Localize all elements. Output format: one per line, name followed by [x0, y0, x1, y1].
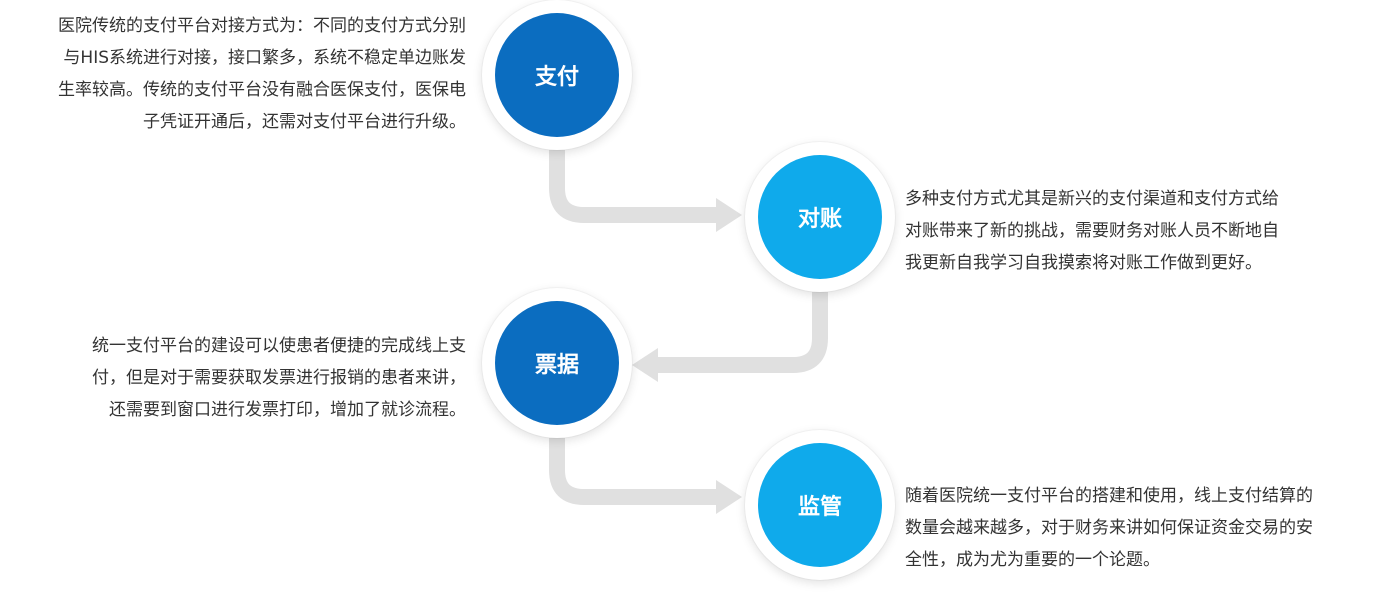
node-supervise: 监管 [745, 430, 895, 580]
description-line: 全性，成为尤为重要的一个论题。 [905, 550, 1160, 570]
node-reconcile-circle: 对账 [758, 155, 882, 279]
node-reconcile-label: 对账 [797, 207, 842, 232]
node-pay: 支付 [482, 0, 632, 150]
description-supervise: 随着医院统一支付平台的搭建和使用，线上支付结算的 数量会越来越多，对于财务来讲如… [905, 480, 1395, 576]
description-line: 付，但是对于需要获取发票进行报销的患者来讲， [92, 368, 466, 388]
connector-pay-to-reconcile [549, 150, 718, 223]
node-supervise-label: 监管 [797, 495, 842, 520]
description-reconcile: 多种支付方式尤其是新兴的支付渠道和支付方式给 对账带来了新的挑战，需要财务对账人… [905, 183, 1385, 279]
node-invoice-circle: 票据 [495, 301, 619, 425]
node-pay-label: 支付 [534, 65, 579, 90]
description-line: 还需要到窗口进行发票打印，增加了就诊流程。 [109, 400, 466, 420]
description-line: 我更新自我学习自我摸索将对账工作做到更好。 [905, 253, 1262, 273]
description-line: 对账带来了新的挑战，需要财务对账人员不断地自 [905, 221, 1279, 241]
node-pay-circle: 支付 [495, 13, 619, 137]
node-invoice-label: 票据 [534, 353, 579, 378]
description-invoice: 统一支付平台的建设可以使患者便捷的完成线上支 付，但是对于需要获取发票进行报销的… [0, 330, 466, 426]
arrow-head-2 [632, 348, 658, 382]
description-line: 随着医院统一支付平台的搭建和使用，线上支付结算的 [905, 486, 1313, 506]
node-supervise-circle: 监管 [758, 443, 882, 567]
node-invoice: 票据 [482, 288, 632, 438]
connector-reconcile-to-invoice [655, 292, 828, 373]
description-line: 与HIS系统进行对接，接口繁多，系统不稳定单边账发 [63, 48, 466, 68]
connector-invoice-to-supervise [549, 438, 718, 505]
description-line: 生率较高。传统的支付平台没有融合医保支付，医保电 [58, 80, 466, 100]
description-pay: 医院传统的支付平台对接方式为：不同的支付方式分别 与HIS系统进行对接，接口繁多… [0, 10, 466, 138]
description-line: 子凭证开通后，还需对支付平台进行升级。 [143, 112, 466, 132]
description-line: 数量会越来越多，对于财务来讲如何保证资金交易的安 [905, 518, 1313, 538]
arrow-head-1 [716, 198, 742, 232]
description-line: 医院传统的支付平台对接方式为：不同的支付方式分别 [58, 16, 466, 36]
arrow-head-3 [716, 480, 742, 514]
node-reconcile: 对账 [745, 142, 895, 292]
description-line: 多种支付方式尤其是新兴的支付渠道和支付方式给 [905, 189, 1279, 209]
description-line: 统一支付平台的建设可以使患者便捷的完成线上支 [92, 336, 466, 356]
